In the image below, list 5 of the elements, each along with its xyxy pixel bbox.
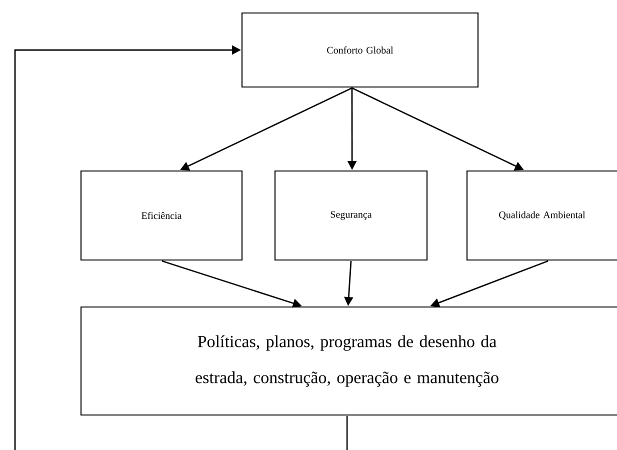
process-box: Conforto Global xyxy=(241,12,479,88)
process-box: Qualidade Ambiental xyxy=(466,170,617,261)
process-box: Segurança xyxy=(274,170,428,261)
process-box: Políticas, planos, programas de desenho da estrada, construção, operação e manutenção xyxy=(80,306,617,416)
process-box: Eficiência xyxy=(80,170,243,261)
